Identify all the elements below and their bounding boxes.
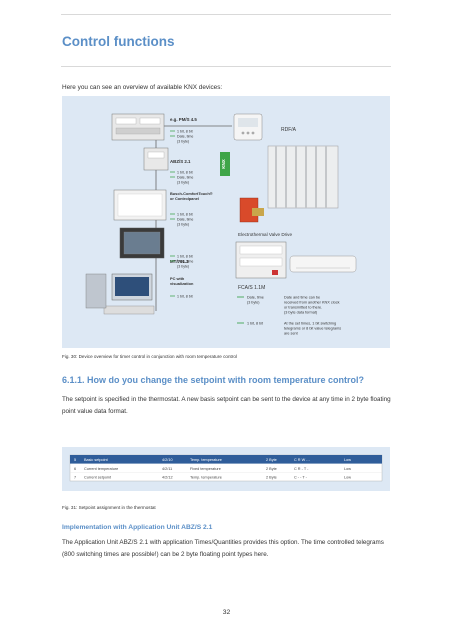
mt-panel-icon	[119, 227, 165, 259]
section-heading: 6.1.1. How do you change the setpoint wi…	[62, 375, 365, 385]
legend: Date, time (3 byte) Date and time can be…	[237, 296, 341, 336]
rdf-label: RDF/A	[281, 127, 297, 133]
table-cell-size: 2 Byte	[266, 458, 277, 462]
device-overview-diagram: e.g. PM/S 4.5 1 bit, 8 bit Date, time (3…	[85, 113, 357, 336]
valve-drive-icon	[239, 197, 264, 223]
table-cell-size: 2 Byte	[266, 475, 277, 479]
busch-bytes-label: (3 byte)	[177, 223, 189, 227]
table-cell-flags: C R W - -	[294, 458, 311, 462]
valve-label: Electrothermal Valve Drive	[238, 232, 292, 237]
device-overview-figure: e.g. PM/S 4.5 1 bit, 8 bit Date, time (3…	[62, 96, 390, 348]
table-cell-addr: 4/2/11	[162, 467, 172, 471]
mt-bit-label: 1 bit, 8 bit	[177, 255, 193, 259]
mt-label: MT/701.2	[170, 259, 189, 264]
legend-bit-text-1: At the set times, 1 bit switching	[284, 322, 336, 326]
table-cell-name: Basic setpoint	[84, 458, 109, 462]
svg-text:KNX: KNX	[221, 159, 226, 169]
pc-label-1: PC with	[170, 276, 185, 281]
legend-date-1: Date, time	[247, 296, 264, 300]
table-cell-name: Current temperature	[84, 467, 118, 471]
table-cell-size: 2 Byte	[266, 467, 277, 471]
fca-label: FCA/S 1.1M	[238, 285, 265, 291]
pc-icon	[85, 273, 155, 315]
subsection-paragraph: The Application Unit ABZ/S 2.1 with appl…	[62, 539, 384, 558]
section-paragraph: The setpoint is specified in the thermos…	[62, 396, 391, 415]
mt-bytes-label: (3 byte)	[177, 265, 189, 269]
pm-data-label: Date, time	[177, 135, 193, 139]
abz-label: ABZ/S 2.1	[170, 159, 191, 164]
fca-device-icon	[235, 241, 287, 279]
legend-date-2: (3 byte)	[247, 301, 260, 305]
table-cell-no: 5	[74, 458, 76, 462]
table-cell-flags: C - - T -	[294, 475, 308, 479]
pc-label-2: visualization	[170, 281, 194, 286]
pm-telegram-arrows	[170, 130, 175, 137]
table-cell-func: Temp. temperature	[190, 475, 222, 479]
table-cell-no: 6	[74, 467, 76, 471]
mt-data-label: Date, time	[177, 260, 193, 264]
air-conditioner-icon	[289, 255, 357, 273]
table-cell-func: Temp. temperature	[190, 458, 222, 462]
table-cell-addr: 4/2/12	[162, 475, 173, 479]
abz-bit-label: 1 bit, 8 bit	[177, 171, 193, 175]
busch-panel-icon	[113, 189, 167, 221]
abz-device-icon	[143, 147, 169, 171]
legend-bit-text-2: telegrams or 8 bit value telegrams	[284, 327, 341, 331]
abz-bytes-label: (3 byte)	[177, 181, 189, 185]
table-cell-addr: 4/2/10	[162, 458, 173, 462]
table-cell-prio: Low	[344, 475, 351, 479]
page-title: Control functions	[62, 34, 175, 49]
pm-bit-label: 1 bit, 8 bit	[177, 130, 193, 134]
busch-data-label: Date, time	[177, 218, 193, 222]
table-cell-prio: Low	[344, 458, 351, 462]
top-rule	[61, 14, 391, 15]
intro-text: Here you can see an overview of availabl…	[62, 84, 223, 91]
table-cell-no: 7	[74, 475, 76, 479]
legend-bit-label: 1 bit, 8 bit	[247, 322, 263, 326]
title-rule	[61, 66, 391, 67]
legend-date-text-3: or transmitted to there.	[284, 306, 322, 310]
table-cell-func: Fixed temperature	[190, 467, 221, 471]
rdf-thermostat-icon	[233, 113, 263, 141]
subsection-heading: Implementation with Application Unit ABZ…	[62, 524, 213, 531]
pm-bytes-label: (3 byte)	[177, 140, 189, 144]
abz-data-label: Date, time	[177, 176, 193, 180]
page-number: 32	[222, 609, 231, 616]
busch-label-1: Busch-ComfortTouch®	[170, 191, 213, 196]
legend-date-text-4: (3 byte data format)	[284, 311, 318, 315]
legend-date-text-2: received from another KNX clock	[284, 301, 340, 305]
pm-label: e.g. PM/S 4.5	[170, 117, 197, 122]
pm-device-icon	[111, 113, 165, 141]
legend-bit-text-3: are sent	[284, 332, 299, 336]
figure30-caption: Fig. 30: Device overview for timer contr…	[62, 354, 237, 359]
radiator-icon	[267, 145, 339, 209]
pc-bit-label: 1 bit, 8 bit	[177, 295, 193, 299]
table-cell-name: Current setpoint	[84, 475, 112, 479]
table-cell-prio: Low	[344, 467, 351, 471]
busch-bit-label: 1 bit, 8 bit	[177, 213, 193, 217]
knx-logo-icon: KNX	[220, 152, 230, 176]
table-cell-flags: C R - T -	[294, 467, 309, 471]
figure31-caption: Fig. 31: Setpoint assignment in the ther…	[62, 505, 156, 510]
legend-date-text-1: Date and time can be	[284, 296, 320, 300]
busch-label-2: or Controlpanel	[170, 196, 199, 201]
